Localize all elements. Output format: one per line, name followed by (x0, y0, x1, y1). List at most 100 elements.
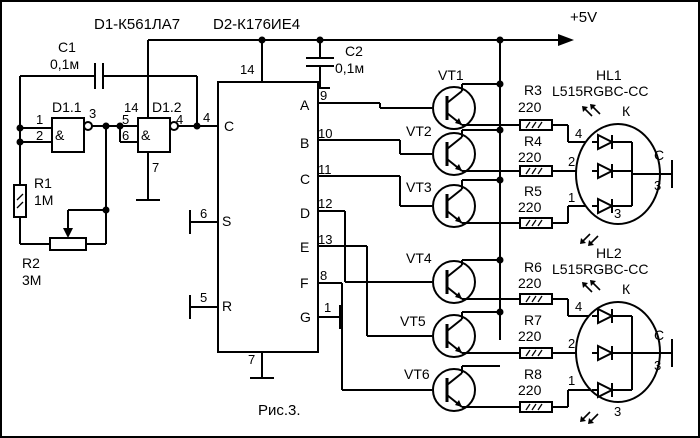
vt4-label: VT4 (406, 250, 432, 266)
resistor-r5 (519, 217, 553, 229)
d2-part-label: D2-К176ИЕ4 (213, 16, 300, 33)
r7-name: R7 (524, 312, 542, 328)
counter-pin-g: 1 (324, 300, 331, 315)
gate-d1-1 (16, 117, 106, 153)
out-pin-f: 8 (320, 268, 327, 283)
r6-name: R6 (524, 259, 542, 275)
r1-name: R1 (34, 175, 52, 191)
r6-value: 220 (518, 275, 542, 291)
out-pin-d: 12 (318, 196, 332, 211)
r5-name: R5 (524, 183, 542, 199)
counter-pin-vcc: 14 (240, 62, 254, 77)
resistor-r8 (519, 401, 553, 413)
d11-name: D1.1 (52, 99, 82, 115)
hl1-name: HL1 (596, 67, 622, 83)
vt1-label: VT1 (438, 67, 464, 83)
led-hl2 (575, 280, 673, 424)
c2-value: 0,1м (335, 60, 364, 76)
c1-name: C1 (58, 39, 76, 55)
d12-pin-vcc: 14 (124, 100, 138, 115)
d12-pin-b: 6 (122, 128, 129, 143)
resistor-r1 (13, 142, 27, 244)
hl2-pin-top: 4 (575, 299, 582, 314)
hl2-pin-common: 3 (654, 358, 661, 373)
resistor-r3 (519, 119, 553, 131)
vt2-label: VT2 (406, 123, 432, 139)
hl1-pin-extra: 3 (614, 206, 621, 221)
hl1-k: К (622, 103, 631, 119)
out-label-c: C (300, 171, 310, 187)
hl1-pin-bot: 1 (568, 190, 575, 205)
potentiometer-r2 (20, 206, 110, 251)
hl1-c: С (654, 147, 664, 163)
r8-value: 220 (518, 382, 542, 398)
out-label-f: F (300, 275, 309, 291)
hl2-pin-mid: 2 (568, 336, 575, 351)
output-wiring (318, 102, 432, 391)
r2-value: 3М (22, 272, 41, 288)
out-label-b: B (300, 135, 309, 151)
d11-pin-out: 3 (89, 106, 96, 121)
out-pin-a: 9 (320, 88, 327, 103)
hl2-part: L515RGBC-CC (552, 261, 648, 277)
r3-name: R3 (524, 82, 542, 98)
hl1-pin-top: 4 (575, 126, 582, 141)
out-label-a: A (300, 97, 310, 113)
figure-caption: Рис.3. (258, 402, 301, 419)
hl2-pin-bot: 1 (568, 373, 575, 388)
hl1-part: L515RGBC-CC (552, 83, 648, 99)
out-pin-e: 13 (318, 232, 332, 247)
supply-rail (147, 34, 574, 340)
resistor-r7 (519, 347, 553, 359)
out-pin-c: 11 (318, 162, 332, 177)
counter-pin-c: 4 (203, 110, 210, 125)
counter-d2 (189, 81, 341, 379)
resistor-r6 (519, 293, 553, 305)
transistor-vt6 (431, 367, 477, 413)
supply-label: +5V (570, 9, 597, 26)
hl1-pin-common: 3 (654, 178, 661, 193)
r3-value: 220 (518, 99, 542, 115)
r8-name: R8 (524, 366, 542, 382)
hl2-c: С (654, 327, 664, 343)
d12-name: D1.2 (152, 99, 182, 115)
transistor-vt3 (431, 183, 477, 229)
d11-symbol: & (55, 127, 65, 143)
d12-symbol: & (141, 127, 151, 143)
r4-value: 220 (518, 149, 542, 165)
gate-d1-2 (136, 117, 218, 201)
r5-value: 220 (518, 199, 542, 215)
resistor-r4 (519, 165, 553, 177)
c2-name: C2 (345, 43, 363, 59)
counter-label-s: S (222, 213, 231, 229)
hl2-pin-extra: 3 (614, 404, 621, 419)
d1-part-label: D1-К561ЛА7 (94, 16, 180, 33)
transistor-vt4 (431, 259, 477, 305)
hl1-pin-mid: 2 (568, 154, 575, 169)
counter-pin-gnd: 7 (248, 352, 255, 367)
d12-pin-out: 4 (176, 112, 183, 127)
counter-label-c: C (224, 118, 234, 134)
led-hl1 (575, 104, 673, 246)
d12-pin-a: 5 (122, 112, 129, 127)
d12-pin-gnd: 7 (152, 160, 159, 175)
counter-pin-r: 5 (200, 290, 207, 305)
vt5-label: VT5 (400, 313, 426, 329)
out-label-g: G (300, 309, 311, 325)
gate-interconnect (102, 122, 138, 218)
r7-value: 220 (518, 328, 542, 344)
out-label-d: D (300, 205, 310, 221)
d11-pin-a: 1 (36, 112, 43, 127)
transistor-wiring (461, 80, 520, 408)
transistor-vt2 (431, 131, 477, 177)
transistor-vt5 (431, 313, 477, 359)
counter-pin-s: 6 (200, 206, 207, 221)
counter-label-r: R (222, 298, 232, 314)
vt6-label: VT6 (404, 366, 430, 382)
r1-value: 1М (34, 192, 53, 208)
r4-name: R4 (524, 133, 542, 149)
out-pin-b: 10 (318, 126, 332, 141)
transistor-vt1 (431, 85, 477, 131)
